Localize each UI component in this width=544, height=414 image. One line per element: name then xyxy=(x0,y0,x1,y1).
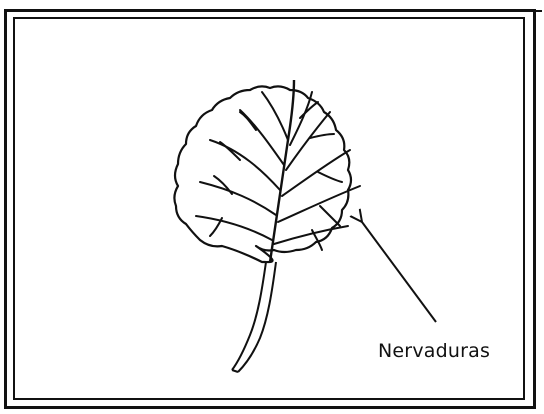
veins-label: Nervaduras xyxy=(378,340,490,362)
leaf-petiole xyxy=(232,262,266,370)
leaf-petiole-edge xyxy=(238,262,276,372)
pointer-arrow xyxy=(362,222,436,322)
main-vein xyxy=(270,80,294,262)
petiole-tip xyxy=(232,370,238,372)
